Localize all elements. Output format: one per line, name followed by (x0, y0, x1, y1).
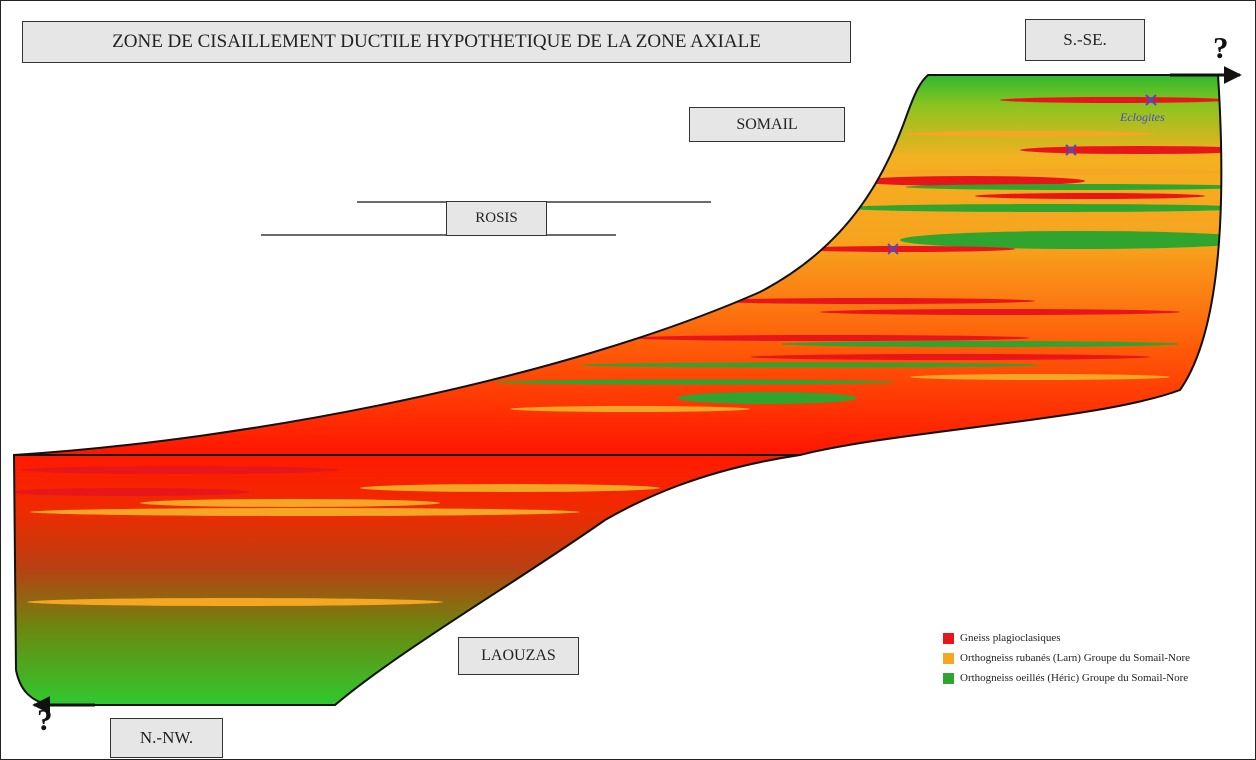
legend-swatch (943, 632, 954, 644)
upper-lenses (495, 97, 1222, 412)
lower-lenses (14, 466, 660, 606)
legend-label: Orthogneiss oeillés (Héric) Groupe du So… (960, 672, 1189, 684)
legend-item-heric: Orthogneiss oeillés (Héric) Groupe du So… (943, 668, 1190, 688)
legend-label: Orthogneiss rubanés (Larn) Groupe du Som… (960, 652, 1191, 664)
nnw-label: N.-NW. (110, 718, 223, 758)
legend-item-gneiss: Gneiss plagioclasiques (943, 628, 1190, 648)
question-mark-top: ? (1213, 30, 1229, 65)
eclogites-label: Eclogites (1120, 110, 1165, 124)
laouzas-label: LAOUZAS (458, 637, 579, 675)
eclogite-markers (887, 94, 1157, 255)
rosis-label: ROSIS (446, 201, 547, 236)
legend-swatch (943, 672, 954, 684)
question-mark-bottom: ? (37, 702, 53, 737)
diagram-title: ZONE DE CISAILLEMENT DUCTILE HYPOTHETIQU… (22, 21, 851, 63)
legend-item-larn: Orthogneiss rubanés (Larn) Groupe du Som… (943, 648, 1190, 668)
legend-label: Gneiss plagioclasiques (960, 632, 1061, 644)
legend: Gneiss plagioclasiques Orthogneiss ruban… (943, 628, 1190, 688)
somail-label: SOMAIL (689, 107, 845, 142)
sse-label: S.-SE. (1025, 19, 1145, 61)
lower-block (14, 455, 800, 705)
legend-swatch (943, 652, 954, 664)
